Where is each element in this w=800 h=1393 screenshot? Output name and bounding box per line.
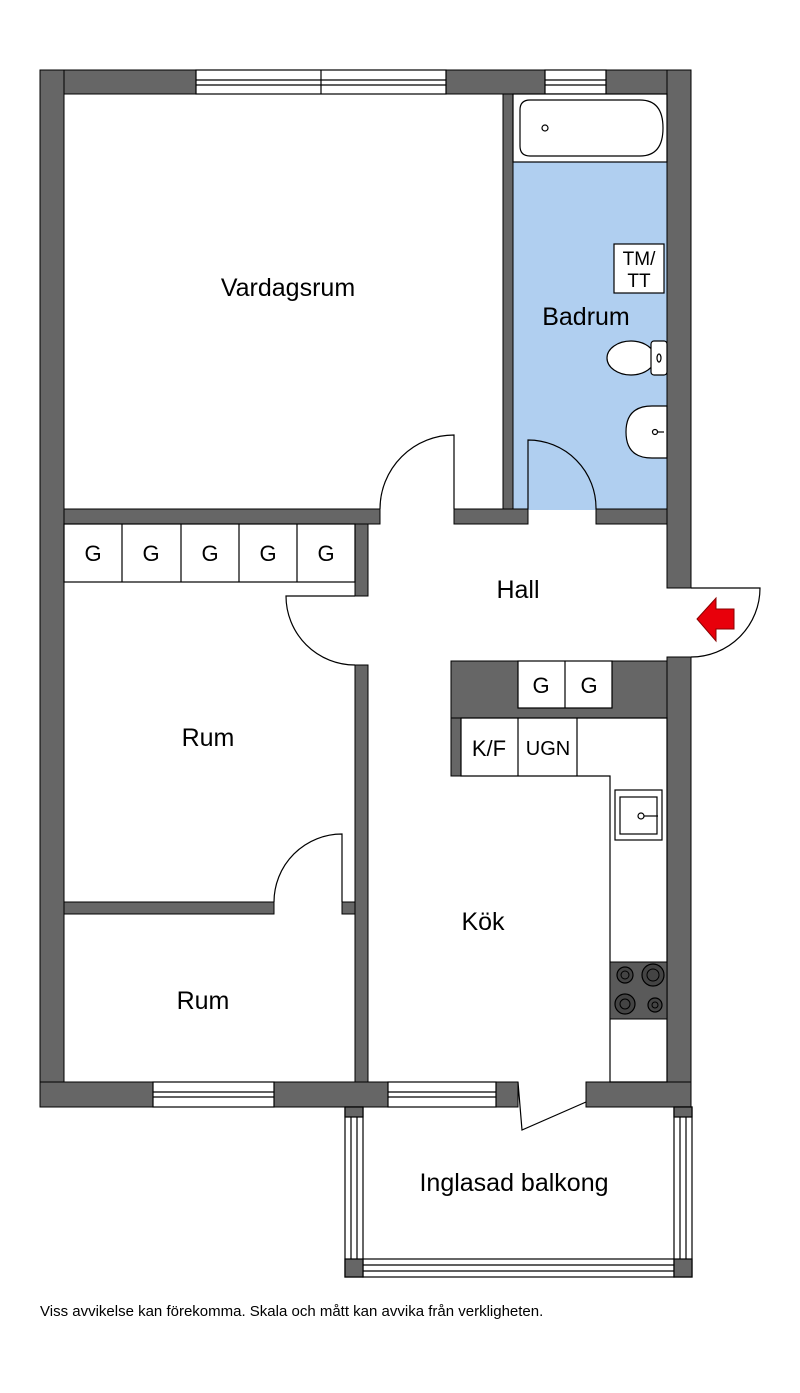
wardrobe-label-5: G bbox=[317, 541, 334, 566]
stove-icon bbox=[609, 961, 668, 1020]
room-label-bathroom: Badrum bbox=[542, 303, 630, 331]
wardrobe-label-4: G bbox=[259, 541, 276, 566]
washer-dryer: TM/ TT bbox=[613, 243, 665, 294]
room-label-room2: Rum bbox=[177, 987, 230, 1015]
wardrobe-label-6: G bbox=[532, 673, 549, 698]
bathroom-sink-icon bbox=[625, 405, 668, 459]
toilet-icon bbox=[606, 340, 668, 376]
room-label-kitchen: Kök bbox=[461, 908, 505, 936]
balcony bbox=[344, 1106, 693, 1278]
wardrobe-row-kitchen: G G bbox=[517, 660, 613, 709]
wardrobe-row-left: G G G G G bbox=[63, 523, 356, 583]
sink-icon bbox=[614, 789, 663, 841]
room-label-hall: Hall bbox=[496, 576, 539, 604]
washer-label-line1: TM/ bbox=[623, 249, 656, 270]
wardrobe-label-1: G bbox=[84, 541, 101, 566]
room-label-balcony: Inglasad balkong bbox=[419, 1169, 608, 1197]
room-label-room1: Rum bbox=[182, 724, 235, 752]
windows bbox=[152, 69, 607, 1108]
washer-label-line2: TT bbox=[627, 271, 651, 292]
room-label-living: Vardagsrum bbox=[221, 274, 355, 302]
walls bbox=[39, 69, 692, 1108]
doors bbox=[273, 434, 761, 1131]
wardrobe-label-3: G bbox=[201, 541, 218, 566]
disclaimer-text: Viss avvikelse kan förekomma. Skala och … bbox=[40, 1303, 544, 1320]
fridge-label: K/F bbox=[472, 736, 506, 761]
wardrobe-label-7: G bbox=[580, 673, 597, 698]
floor-plan: G G G G G G G K/F UGN bbox=[39, 69, 761, 1278]
wardrobe-label-2: G bbox=[142, 541, 159, 566]
oven-label: UGN bbox=[526, 738, 570, 760]
bathtub-icon bbox=[512, 93, 668, 163]
kitchen-counter bbox=[460, 717, 668, 1083]
entrance-arrow-icon bbox=[696, 596, 735, 643]
